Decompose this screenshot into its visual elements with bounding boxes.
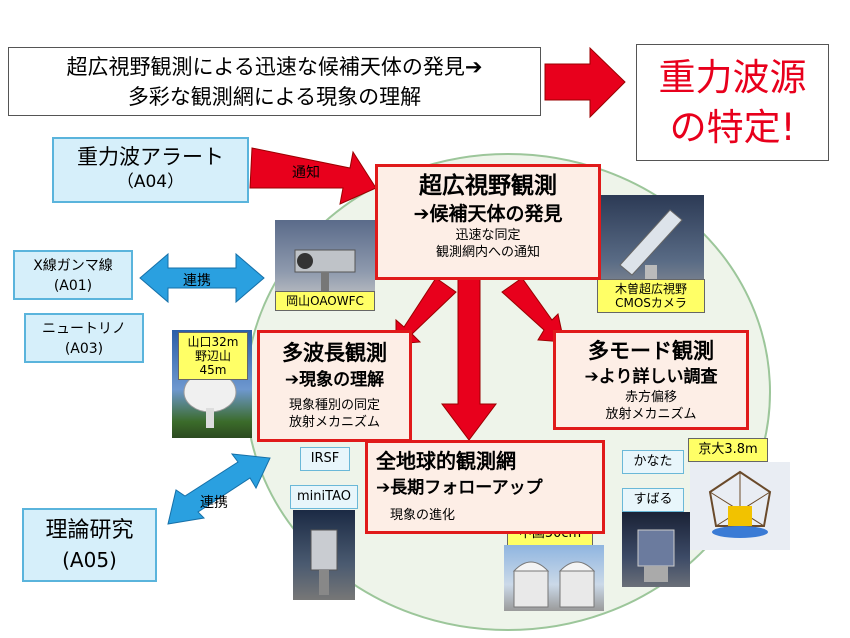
wide-field-subtitle: ➔候補天体の発見: [413, 203, 563, 225]
multimode-desc-2: 放射メカニズム: [605, 407, 697, 422]
arrow-to-global: [441, 277, 497, 441]
tag-kiso-line1: 木曽超広視野: [614, 282, 687, 296]
wide-field-desc-1: 迅速な同定: [455, 228, 521, 243]
result-arrow: [544, 46, 626, 119]
multimode-panel: 多モード観測 ➔より詳しい調査 赤方偏移 放射メカニズム: [553, 330, 749, 430]
alert-title: 重力波アラート: [77, 145, 224, 169]
neutrino-box: ニュートリノ (A03): [24, 313, 144, 363]
multiwave-desc-2: 放射メカニズム: [288, 415, 380, 430]
global-network-title: 全地球的観測網: [376, 449, 516, 473]
minitao-telescope-icon: [310, 529, 338, 595]
link-arrow-bottom: [167, 453, 271, 525]
tag-kiso-line2: CMOSカメラ: [615, 296, 687, 310]
minitao-photo: [293, 510, 355, 600]
link-label-bottom: 連携: [200, 495, 228, 511]
goal-line-1: 重力波源: [658, 56, 807, 99]
arrow-to-multimode: [501, 277, 565, 343]
summary-box: 超広視野観測による迅速な候補天体の発見➔ 多彩な観測網による現象の理解: [8, 47, 541, 116]
okayama-telescope-photo: [275, 220, 375, 305]
summary-line-1: 超広視野観測による迅速な候補天体の発見➔: [66, 55, 483, 79]
summary-line-2: 多彩な観測網による現象の理解: [127, 85, 422, 109]
china-dome-icon: [512, 561, 596, 608]
multiwave-panel: 多波長観測 ➔現象の理解 現象種別の同定 放射メカニズム: [257, 330, 412, 442]
tag-radio: 山口32m 野辺山45m: [178, 332, 248, 380]
tag-subaru: すばる: [622, 488, 684, 512]
wide-field-title: 超広視野観測: [419, 173, 557, 199]
alert-box: 重力波アラート （A04）: [52, 137, 249, 203]
wide-field-panel: 超広視野観測 ➔候補天体の発見 迅速な同定 観測網内への通知: [375, 164, 601, 280]
theory-title: 理論研究: [45, 518, 134, 543]
china-telescope-photo: [504, 545, 604, 611]
wide-field-desc-2: 観測網内への通知: [435, 245, 540, 260]
neutrino-code: (A03): [64, 341, 104, 357]
multimode-desc-1: 赤方偏移: [624, 390, 677, 405]
subaru-telescope-photo: [622, 512, 690, 587]
tag-irsf: IRSF: [300, 447, 350, 471]
tag-radio-line1: 山口32m: [187, 335, 239, 349]
neutrino-title: ニュートリノ: [42, 321, 126, 337]
tag-okayama: 岡山OAOWFC: [275, 291, 375, 311]
goal-box: 重力波源 の特定!: [636, 44, 829, 161]
tag-minitao: miniTAO: [290, 485, 358, 509]
theory-box: 理論研究 (A05): [22, 508, 157, 582]
alert-arrow-label: 通知: [292, 165, 320, 181]
link-arrow-top: [139, 252, 265, 304]
kyoto-telescope-photo: [690, 462, 790, 550]
theory-code: (A05): [62, 548, 117, 572]
alert-code: （A04）: [116, 172, 185, 192]
tag-kanata: かなた: [622, 450, 684, 474]
xray-title: X線ガンマ線: [33, 258, 113, 274]
multiwave-desc-1: 現象種別の同定: [288, 398, 380, 413]
global-network-subtitle: ➔長期フォローアップ: [376, 478, 543, 498]
multiwave-subtitle: ➔現象の理解: [284, 370, 385, 390]
multimode-title: 多モード観測: [588, 339, 714, 363]
xray-code: (A01): [53, 278, 93, 294]
alert-arrow: [249, 147, 377, 205]
tag-radio-line2: 野辺山45m: [194, 349, 231, 377]
global-network-panel: 全地球的観測網 ➔長期フォローアップ 現象の進化: [365, 440, 605, 534]
global-network-desc-1: 現象の進化: [390, 508, 456, 523]
subaru-telescope-icon: [637, 529, 675, 582]
tag-kiso: 木曽超広視野 CMOSカメラ: [597, 279, 705, 313]
multimode-subtitle: ➔より詳しい調査: [584, 367, 718, 387]
link-label-top: 連携: [183, 273, 211, 289]
okayama-telescope-icon: [294, 249, 356, 297]
multiwave-title: 多波長観測: [282, 341, 387, 365]
goal-line-2: の特定!: [669, 106, 796, 149]
tag-kyoto: 京大3.8m: [688, 438, 768, 462]
kyoto-telescope-icon: [708, 470, 772, 538]
xray-box: X線ガンマ線 (A01): [13, 250, 133, 300]
